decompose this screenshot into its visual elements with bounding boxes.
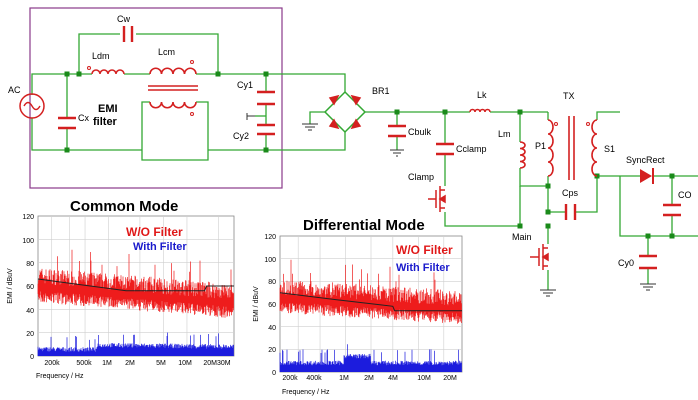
label-cy2: Cy2 bbox=[233, 131, 249, 141]
differential-wo-filter-trace bbox=[279, 259, 462, 324]
label-clamp: Clamp bbox=[408, 172, 434, 182]
with-filter-spectrum bbox=[37, 332, 234, 356]
label-co: CO bbox=[678, 190, 692, 200]
differential-xtick: 2M bbox=[364, 375, 374, 382]
wo-filter-spectrum bbox=[279, 259, 462, 324]
differential-mode-title: Differential Mode bbox=[303, 217, 425, 234]
ac-source bbox=[19, 93, 45, 119]
label-emi-line2: filter bbox=[93, 116, 118, 128]
common-ytick: 60 bbox=[26, 284, 34, 291]
differential-xticks: 200k 400k 1M 2M 4M 10M 20M bbox=[282, 375, 457, 382]
label-ldm: Ldm bbox=[92, 51, 110, 61]
common-xtick: 10M bbox=[178, 360, 192, 367]
common-with-filter-trace bbox=[37, 332, 234, 356]
label-lm: Lm bbox=[498, 129, 511, 139]
main-mosfet bbox=[530, 244, 549, 270]
common-legend-with-filter: With Filter bbox=[133, 241, 187, 253]
label-cbulk: Cbulk bbox=[408, 127, 432, 137]
common-xtick: 5M bbox=[156, 360, 166, 367]
common-ylabel: EMI / dBuV bbox=[7, 268, 14, 304]
differential-ytick: 120 bbox=[264, 234, 276, 241]
common-xticks: 200k 500k 1M 2M 5M 10M 20M30M bbox=[44, 360, 230, 367]
bridge-rectifier bbox=[323, 90, 367, 134]
differential-legend-wo-filter: W/O Filter bbox=[396, 243, 453, 257]
differential-xtick: 20M bbox=[443, 375, 457, 382]
differential-xtick: 200k bbox=[282, 375, 298, 382]
label-syncrect: SyncRect bbox=[626, 155, 665, 165]
common-limit-line bbox=[37, 278, 234, 292]
syncrect-diode bbox=[640, 168, 654, 184]
differential-xtick: 400k bbox=[306, 375, 322, 382]
common-ytick: 0 bbox=[30, 354, 34, 361]
differential-with-filter-trace bbox=[279, 344, 462, 372]
differential-xtick: 1M bbox=[339, 375, 349, 382]
differential-legend-with-filter: With Filter bbox=[396, 262, 450, 274]
lk-inductor bbox=[469, 108, 491, 113]
schematic bbox=[19, 7, 698, 297]
label-cy0: Cy0 bbox=[618, 258, 634, 268]
label-emi-line1: EMI bbox=[98, 103, 118, 115]
common-mode-chart: Common Mode 120 100 80 60 40 20 0 200k 5… bbox=[7, 198, 235, 380]
label-main: Main bbox=[512, 232, 532, 242]
clamp-mosfet bbox=[428, 186, 446, 212]
common-xlabel: Frequency / Hz bbox=[36, 373, 84, 380]
common-legend-wo-filter: W/O Filter bbox=[126, 225, 183, 239]
differential-xtick: 4M bbox=[388, 375, 398, 382]
emi-filter-box bbox=[29, 7, 283, 189]
differential-xlabel: Frequency / Hz bbox=[282, 389, 330, 396]
common-ytick: 100 bbox=[22, 238, 34, 245]
lcm-choke bbox=[148, 60, 198, 116]
ldm-dot bbox=[87, 66, 91, 70]
common-ytick: 80 bbox=[26, 261, 34, 268]
common-xtick: 20M30M bbox=[203, 360, 230, 367]
label-cx: Cx bbox=[78, 113, 89, 123]
wo-filter-spectrum bbox=[37, 249, 234, 318]
label-lk: Lk bbox=[477, 90, 487, 100]
capacitors bbox=[58, 26, 681, 270]
common-mode-title: Common Mode bbox=[70, 198, 178, 215]
with-filter-spectrum bbox=[279, 344, 462, 372]
label-cps: Cps bbox=[562, 188, 579, 198]
common-xtick: 200k bbox=[44, 360, 60, 367]
lm-inductor bbox=[519, 141, 526, 169]
differential-ytick: 60 bbox=[268, 302, 276, 309]
differential-ytick: 80 bbox=[268, 279, 276, 286]
label-s1: S1 bbox=[604, 144, 615, 154]
label-cy1: Cy1 bbox=[237, 80, 253, 90]
common-xtick: 1M bbox=[102, 360, 112, 367]
common-xtick: 2M bbox=[125, 360, 135, 367]
label-tx: TX bbox=[563, 91, 575, 101]
differential-limit-line bbox=[279, 292, 462, 312]
label-br1: BR1 bbox=[372, 86, 390, 96]
label-cw: Cw bbox=[117, 14, 130, 24]
differential-ytick: 100 bbox=[264, 257, 276, 264]
common-ytick: 40 bbox=[26, 308, 34, 315]
common-yticks: 120 100 80 60 40 20 0 bbox=[22, 214, 34, 361]
differential-ytick: 20 bbox=[268, 347, 276, 354]
label-lcm: Lcm bbox=[158, 47, 175, 57]
ground-symbols bbox=[246, 113, 656, 297]
differential-ytick: 40 bbox=[268, 325, 276, 332]
common-wo-filter-trace bbox=[37, 249, 234, 318]
nodes bbox=[64, 71, 675, 239]
differential-xtick: 10M bbox=[417, 375, 431, 382]
differential-ytick: 0 bbox=[272, 370, 276, 377]
common-ytick: 20 bbox=[26, 331, 34, 338]
label-cclamp: Cclamp bbox=[456, 144, 487, 154]
differential-mode-chart: Differential Mode 120 100 80 60 40 20 0 … bbox=[253, 217, 463, 396]
differential-yticks: 120 100 80 60 40 20 0 bbox=[264, 234, 276, 377]
label-p1: P1 bbox=[535, 141, 546, 151]
label-ac: AC bbox=[8, 85, 21, 95]
transformer bbox=[547, 116, 598, 180]
common-xtick: 500k bbox=[76, 360, 92, 367]
wires bbox=[31, 33, 698, 290]
ldm-inductor bbox=[91, 69, 125, 75]
differential-ylabel: EMI / dBuV bbox=[253, 286, 260, 322]
common-ytick: 120 bbox=[22, 214, 34, 221]
schematic-labels: AC Cx Cw Ldm Lcm EMI filter Cy1 Cy2 BR1 … bbox=[8, 14, 692, 268]
